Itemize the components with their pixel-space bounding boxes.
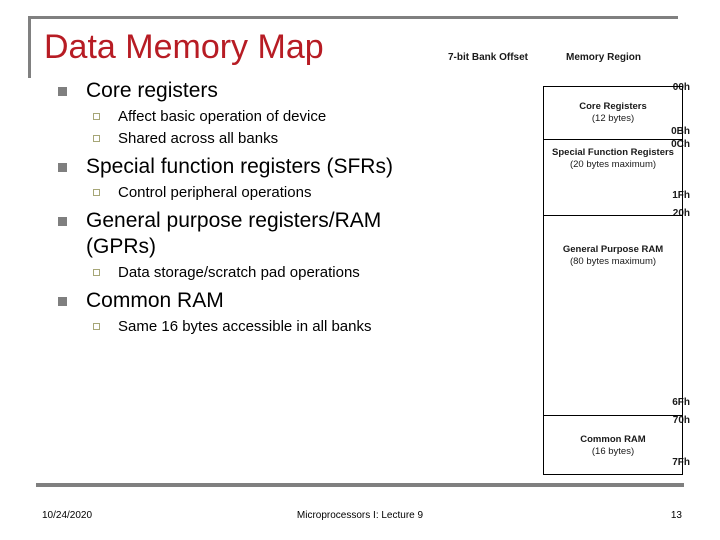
memory-block-size: (12 bytes) bbox=[591, 113, 635, 124]
diagram-offset-header: 7-bit Bank Offset bbox=[448, 52, 529, 63]
bullet-group-common-ram: Common RAM Same 16 bytes accessible in a… bbox=[56, 288, 456, 338]
bullet-item-gprs: General purpose registers/RAM (GPRs) bbox=[56, 208, 456, 260]
memory-block-name: Core Registers bbox=[579, 101, 647, 112]
sub-bullet-item: Same 16 bytes accessible in all banks bbox=[56, 316, 456, 338]
address-label-00h: 00h bbox=[672, 82, 690, 93]
square-bullet-icon bbox=[58, 297, 67, 306]
address-label-1Fh: 1Fh bbox=[672, 190, 690, 201]
memory-block-name: Common RAM bbox=[580, 434, 646, 445]
footer-course-title: Microprocessors I: Lecture 9 bbox=[296, 510, 424, 521]
page-title: Data Memory Map bbox=[44, 28, 324, 66]
bullet-group-core-registers: Core registers Affect basic operation of… bbox=[56, 78, 456, 150]
sub-bullet-label: Shared across all banks bbox=[118, 130, 279, 147]
bullet-label: Common RAM bbox=[86, 289, 224, 312]
sub-bullet-label: Data storage/scratch pad operations bbox=[118, 264, 360, 281]
address-label-70h: 70h bbox=[672, 415, 690, 426]
memory-block-sfr: Special Function Registers (20 bytes max… bbox=[544, 140, 682, 216]
memory-block-core-registers: Core Registers (12 bytes) bbox=[544, 87, 682, 140]
bullet-item-core-registers: Core registers bbox=[56, 78, 456, 104]
diagram-region-header: Memory Region bbox=[566, 52, 642, 63]
sub-bullet-label: Same 16 bytes accessible in all banks bbox=[118, 318, 372, 335]
footer-date: 10/24/2020 bbox=[42, 510, 93, 521]
memory-region-table: Core Registers (12 bytes) Special Functi… bbox=[543, 86, 683, 475]
hollow-square-bullet-icon bbox=[93, 269, 100, 276]
memory-block-common-ram: Common RAM (16 bytes) bbox=[544, 416, 682, 474]
square-bullet-icon bbox=[58, 217, 67, 226]
address-label-20h: 20h bbox=[672, 208, 690, 219]
bullet-item-common-ram: Common RAM bbox=[56, 288, 456, 314]
sub-bullet-item: Control peripheral operations bbox=[56, 182, 456, 204]
address-label-7Fh: 7Fh bbox=[672, 457, 690, 468]
footer-divider bbox=[36, 483, 684, 487]
hollow-square-bullet-icon bbox=[93, 189, 100, 196]
sub-bullet-item: Data storage/scratch pad operations bbox=[56, 262, 456, 284]
bullet-label: Core registers bbox=[86, 79, 218, 102]
footer-page-number: 13 bbox=[670, 510, 682, 521]
bullet-group-gprs: General purpose registers/RAM (GPRs) Dat… bbox=[56, 208, 456, 284]
memory-block-name: Special Function Registers bbox=[552, 147, 674, 158]
memory-block-size: (80 bytes maximum) bbox=[569, 256, 657, 267]
sub-bullet-label: Affect basic operation of device bbox=[118, 108, 327, 125]
address-label-0Ch: 0Ch bbox=[671, 139, 690, 150]
slide-top-rule bbox=[28, 16, 678, 19]
bullet-list: Core registers Affect basic operation of… bbox=[56, 78, 456, 340]
memory-block-name: General Purpose RAM bbox=[562, 244, 664, 255]
address-label-6Fh: 6Fh bbox=[672, 397, 690, 408]
sub-bullet-label: Control peripheral operations bbox=[118, 184, 312, 201]
slide-left-rule bbox=[28, 16, 31, 78]
bullet-group-sfrs: Special function registers (SFRs) Contro… bbox=[56, 154, 456, 204]
sub-bullet-item: Affect basic operation of device bbox=[56, 106, 456, 128]
memory-block-size: (20 bytes maximum) bbox=[569, 159, 657, 170]
bullet-label: General purpose registers/RAM (GPRs) bbox=[86, 209, 382, 258]
memory-map-diagram: 7-bit Bank Offset Memory Region 00h 0Bh … bbox=[440, 48, 696, 478]
slide-footer: 10/24/2020 Microprocessors I: Lecture 9 … bbox=[0, 510, 720, 526]
hollow-square-bullet-icon bbox=[93, 135, 100, 142]
memory-block-general-purpose-ram: General Purpose RAM (80 bytes maximum) bbox=[544, 216, 682, 416]
sub-bullet-item: Shared across all banks bbox=[56, 128, 456, 150]
bullet-item-sfrs: Special function registers (SFRs) bbox=[56, 154, 456, 180]
square-bullet-icon bbox=[58, 163, 67, 172]
memory-block-size: (16 bytes) bbox=[591, 446, 635, 457]
square-bullet-icon bbox=[58, 87, 67, 96]
hollow-square-bullet-icon bbox=[93, 113, 100, 120]
hollow-square-bullet-icon bbox=[93, 323, 100, 330]
bullet-label: Special function registers (SFRs) bbox=[86, 155, 393, 178]
address-label-0Bh: 0Bh bbox=[671, 126, 690, 137]
